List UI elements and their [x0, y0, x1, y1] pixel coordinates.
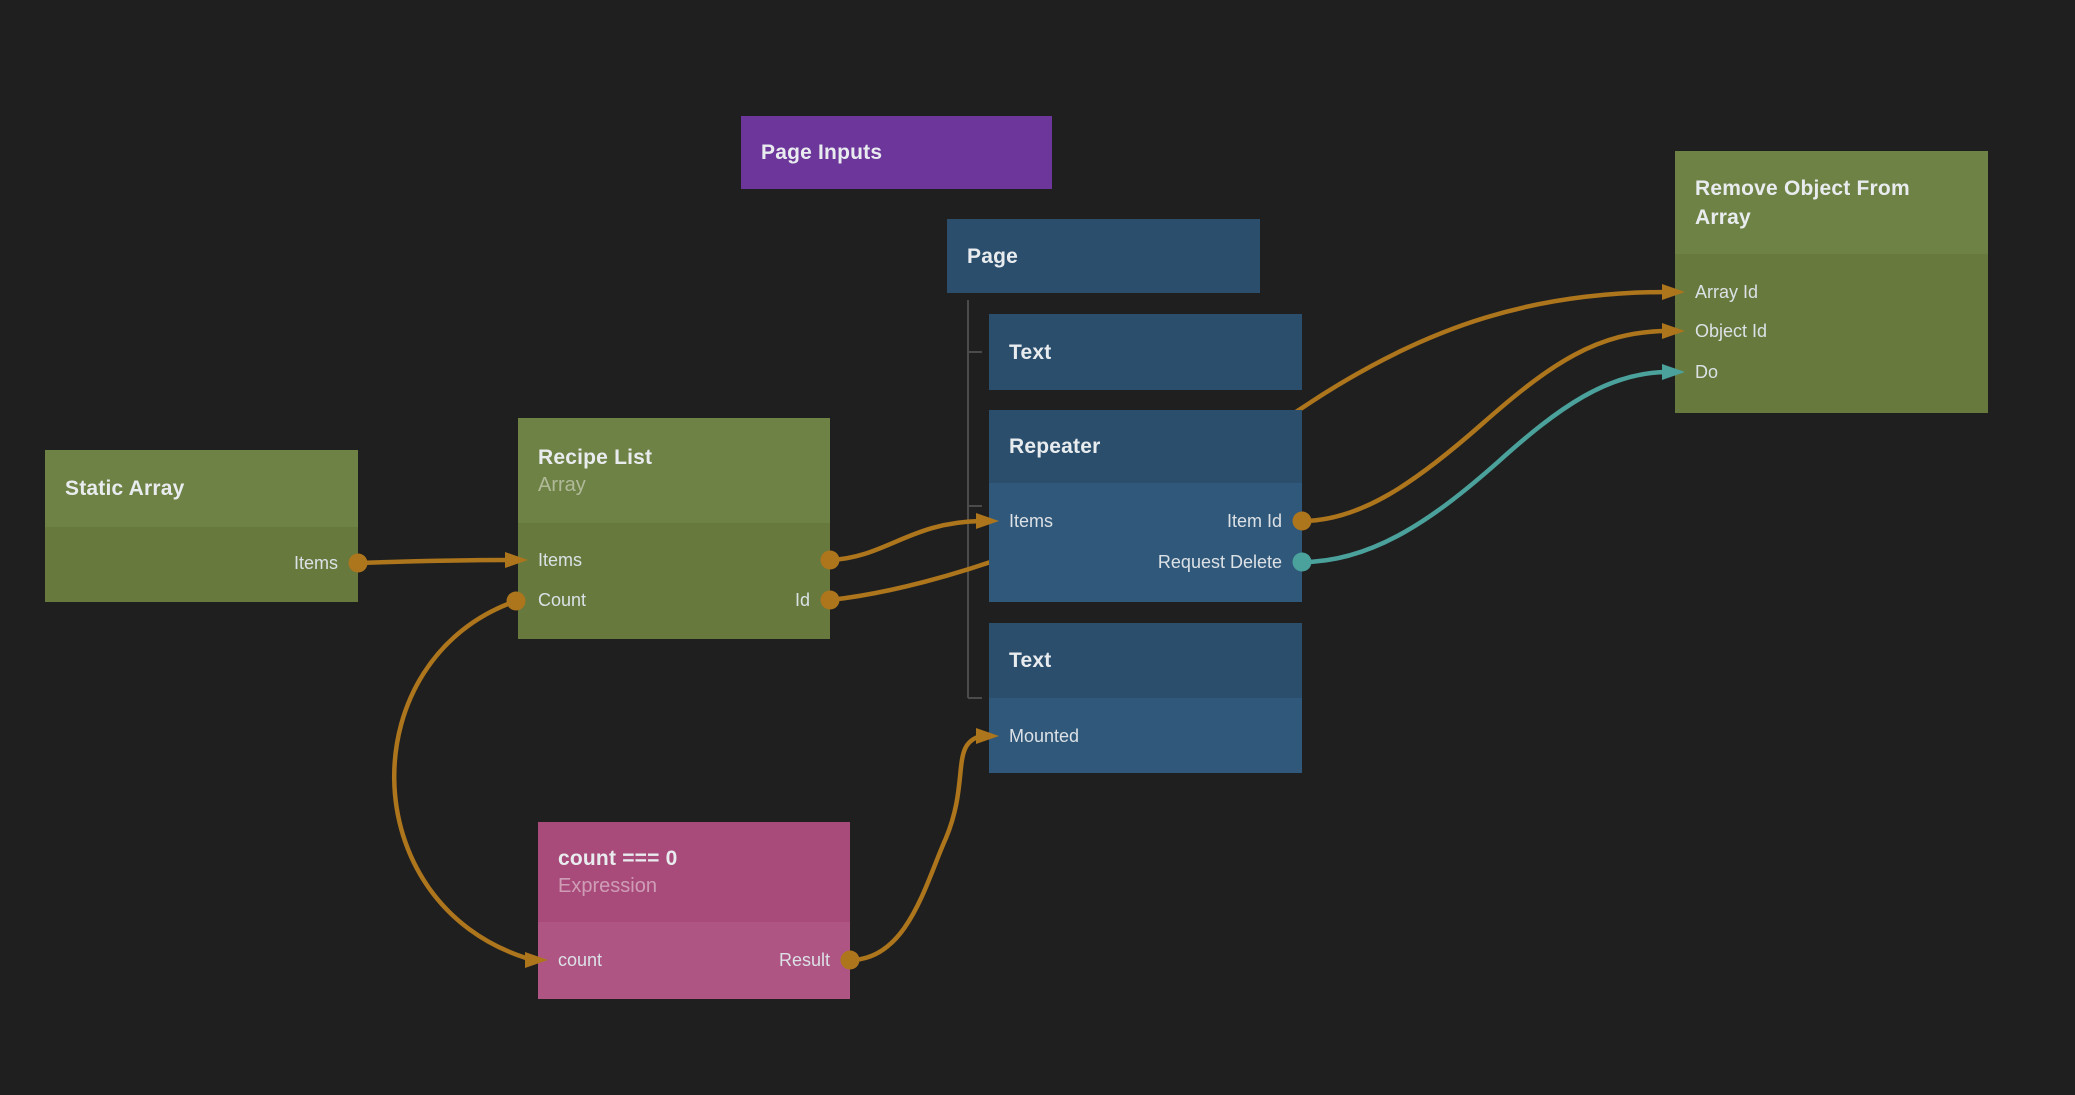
node-header: Text	[989, 623, 1302, 698]
wire-source-dot-repeater-request-delete-to-remove-do[interactable]	[1292, 552, 1312, 572]
node-title-expression: count === 0	[558, 847, 678, 870]
port-remove-object-from-array-array-id[interactable]: Array Id	[1695, 282, 1759, 302]
node-page[interactable]: Page	[947, 219, 1260, 293]
node-title-text-2: Text	[1009, 649, 1052, 672]
node-header: Static Array	[45, 450, 358, 527]
node-header: Page Inputs	[741, 116, 1052, 189]
wire-target-arrow-static-array-items-to-recipe-list-items[interactable]	[505, 552, 528, 568]
node-title-page: Page	[967, 244, 1018, 268]
port-repeater-request-delete[interactable]: Request Delete	[1157, 552, 1282, 572]
wire-source-dot-expression-result-to-text-mounted[interactable]	[840, 950, 860, 970]
wire-expression-result-to-text-mounted[interactable]	[849, 733, 982, 963]
hierarchy-line	[967, 300, 982, 699]
node-header: Text	[989, 314, 1302, 390]
wire-source-dot-static-array-items-to-recipe-list-items[interactable]	[348, 553, 368, 573]
port-expression-count[interactable]: count	[558, 950, 603, 970]
wire-repeater-request-delete-to-remove-do[interactable]	[1301, 369, 1669, 565]
port-remove-object-from-array-object-id[interactable]: Object Id	[1695, 321, 1768, 341]
port-static-array-items[interactable]: Items	[293, 553, 338, 573]
node-expression[interactable]: count === 0 Expression count Result	[538, 822, 850, 999]
node-subtitle-expression: Expression	[558, 875, 657, 897]
port-repeater-items[interactable]: Items	[1009, 511, 1054, 531]
node-header: count === 0 Expression	[538, 822, 850, 922]
wire-target-arrow-expression-result-to-text-mounted[interactable]	[976, 728, 999, 744]
port-remove-object-from-array-do[interactable]: Do	[1695, 362, 1719, 382]
node-title-text-1: Text	[1009, 340, 1052, 364]
wire-target-arrow-recipe-list-count-to-expression-count[interactable]	[525, 952, 548, 968]
node-title-page-inputs: Page Inputs	[761, 141, 883, 164]
node-title-repeater: Repeater	[1009, 435, 1101, 458]
wire-recipe-list-items-to-repeater-items[interactable]	[829, 518, 982, 563]
port-recipe-list-items[interactable]: Items	[538, 550, 583, 570]
wire-target-arrow-repeater-request-delete-to-remove-do[interactable]	[1662, 364, 1685, 380]
wire-recipe-list-count-to-expression-count[interactable]	[392, 598, 527, 961]
port-repeater-item-id[interactable]: Item Id	[1226, 511, 1282, 531]
port-expression-result[interactable]: Result	[778, 950, 830, 970]
port-recipe-list-count[interactable]: Count	[538, 590, 587, 610]
wire-target-arrow-recipe-list-id-to-remove-array-id[interactable]	[1662, 284, 1685, 300]
node-title-static-array: Static Array	[65, 477, 185, 500]
wire-repeater-item-id-to-remove-object-id[interactable]	[1301, 328, 1669, 524]
node-header: Remove Object From Array	[1675, 151, 1988, 254]
node-header: Page	[947, 219, 1260, 293]
wire-source-dot-recipe-list-items-to-repeater-items[interactable]	[820, 550, 840, 570]
node-subtitle-recipe-list: Array	[538, 473, 586, 496]
wire-source-dot-repeater-item-id-to-remove-object-id[interactable]	[1292, 511, 1312, 531]
node-title-recipe-list: Recipe List	[538, 445, 653, 469]
wire-target-arrow-recipe-list-items-to-repeater-items[interactable]	[976, 513, 999, 529]
node-header: Repeater	[989, 410, 1302, 483]
wire-static-array-items-to-recipe-list-items[interactable]	[357, 557, 511, 566]
node-text-1[interactable]: Text	[989, 314, 1302, 390]
wire-source-dot-recipe-list-count-to-expression-count[interactable]	[506, 591, 526, 611]
node-page-inputs[interactable]: Page Inputs	[741, 116, 1052, 189]
port-text-2-mounted[interactable]: Mounted	[1009, 726, 1080, 746]
port-recipe-list-id[interactable]: Id	[794, 590, 810, 610]
wire-target-arrow-repeater-item-id-to-remove-object-id[interactable]	[1662, 323, 1685, 339]
wire-source-dot-recipe-list-id-to-remove-array-id[interactable]	[820, 590, 840, 610]
node-title-remove-object-from-array: Remove Object From Array	[1695, 176, 1910, 229]
